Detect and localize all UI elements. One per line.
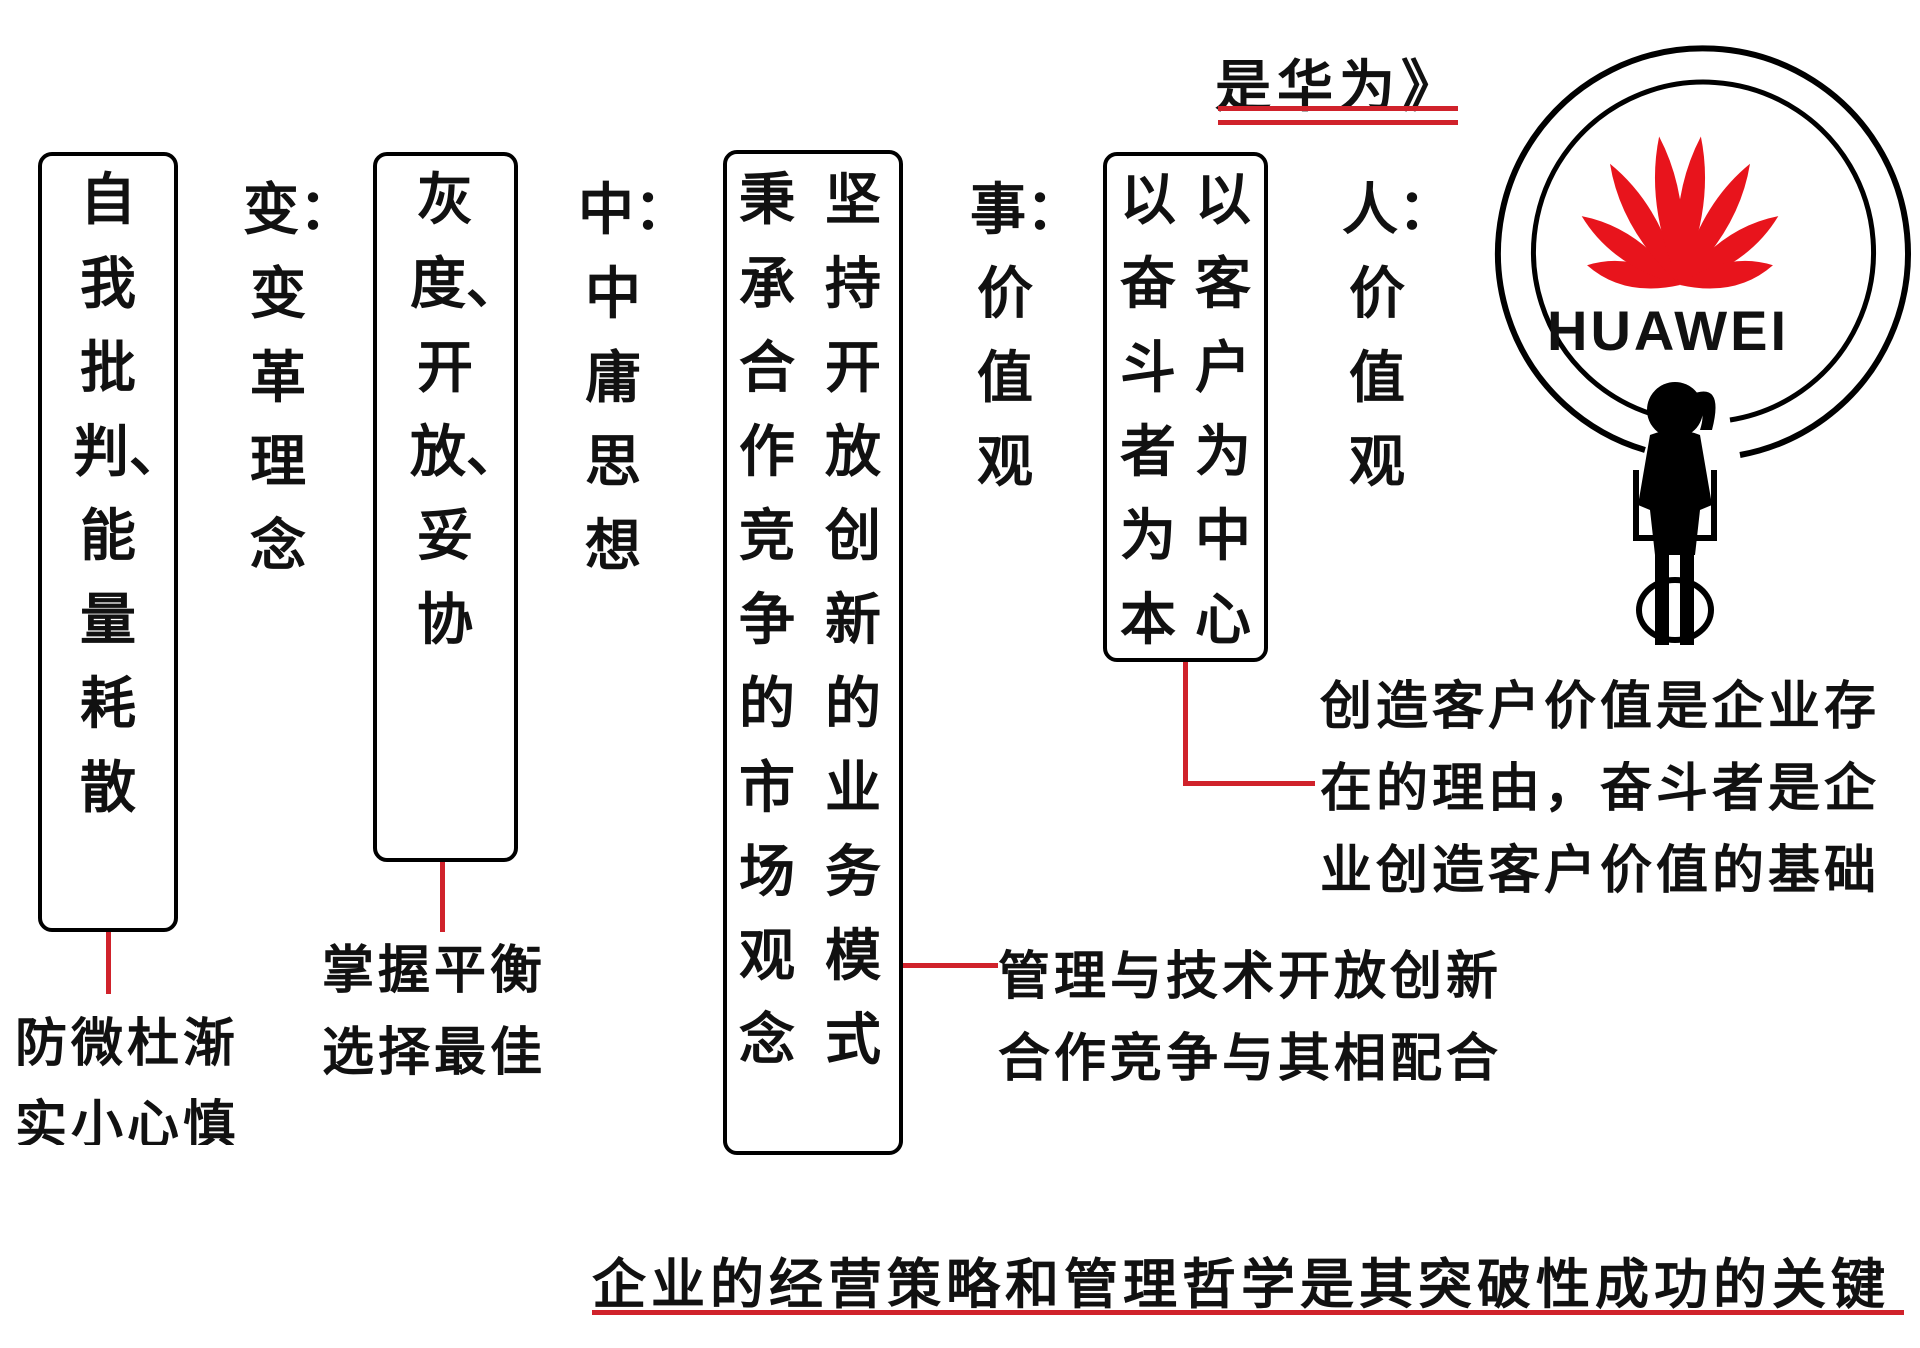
openness-left-text: 秉承合作竞争的市场观念 [739,167,795,1073]
middle-column-text: 中：中庸思想 [578,177,690,579]
title-underline-1 [1218,106,1458,111]
grey-balance-text: 灰度、开放、妥协 [410,167,522,653]
prevent-note-line1: 防微杜渐 [15,1013,240,1074]
huawei-petal [1680,163,1750,285]
balance-note-line1: 掌握平衡 [322,940,547,1001]
connector-customer-vertical [1183,662,1188,786]
openness-right-text: 坚持开放创新的业务模式 [825,167,881,1073]
huawei-petal [1581,216,1680,285]
title-underline-2 [1218,120,1458,125]
prevent-note-line2: 实小心慎 [15,1095,240,1145]
value-note-line2: 在的理由，奋斗者是企 [1320,758,1881,819]
people-column-text: 人：价值观 [1342,177,1454,495]
huawei-petal [1680,216,1779,285]
huawei-petal [1610,163,1680,285]
conclusion-underline [592,1310,1904,1315]
mgmt-note-line1: 管理与技术开放创新 [998,946,1503,1007]
huawei-wordmark: HUAWEI [1547,299,1789,362]
self-critique-text: 自我批判、能量耗散 [73,167,185,821]
matter-column-text: 事：价值观 [970,177,1082,495]
self-critique-box [38,152,178,932]
huawei-petal [1587,260,1680,289]
value-note-line1: 创造客户价值是企业存 [1320,676,1881,737]
connector-grey [440,862,445,932]
logo-ring-inner [1531,79,1876,423]
wheel-icon [1636,577,1714,643]
customer-box [1103,152,1268,662]
change-column-text: 变：变革理念 [243,177,355,579]
balance-note-line2: 选择最佳 [322,1022,547,1083]
conclusion-text: 企业的经营策略和管理哲学是其突破性成功的关键 [592,1252,1890,1316]
value-note-line3: 业创造客户价值的基础 [1320,840,1881,901]
customer-right-text: 以客户为中心 [1195,167,1251,653]
person-silhouette [1633,382,1717,645]
customer-left-text: 以奋斗者为本 [1120,167,1176,653]
huawei-petal [1676,136,1706,285]
logo-ring [1494,45,1911,458]
huawei-petals [1581,136,1779,289]
huawei-petal [1680,260,1773,289]
connector-customer-horizontal [1183,781,1315,786]
huawei-petal [1654,136,1684,285]
huawei-logo-figure [1494,45,1911,645]
grey-balance-box [373,152,518,862]
connector-self-critique [106,932,111,994]
connector-openness [903,963,998,968]
mgmt-note-line2: 合作竞争与其相配合 [998,1028,1503,1089]
openness-box [723,150,903,1155]
